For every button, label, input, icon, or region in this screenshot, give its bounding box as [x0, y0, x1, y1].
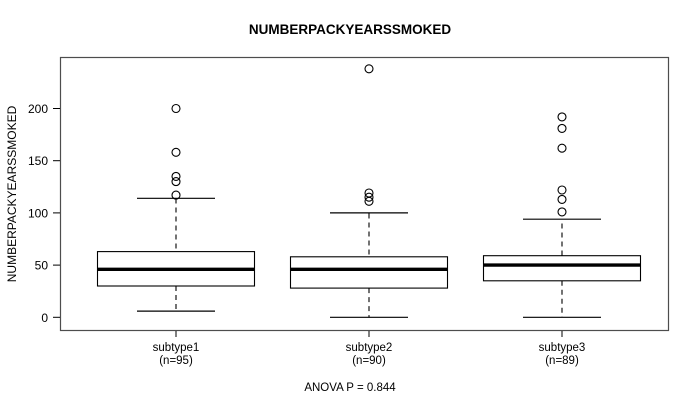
y-axis: 200 150 100 50 0 [28, 102, 60, 325]
y-tick-0: 0 [41, 311, 60, 325]
outlier-point [557, 185, 567, 195]
x-category-count-2: (n=90) [352, 355, 386, 367]
y-axis-label: NUMBERPACKYEARSSMOKED [5, 105, 19, 282]
outlier-point [557, 143, 567, 153]
x-category-count-1: (n=95) [159, 355, 193, 367]
box-subtype1 [96, 103, 256, 312]
box-subtype3 [482, 112, 642, 318]
outlier-point [171, 103, 181, 114]
y-tick-50: 50 [35, 259, 60, 273]
outlier-point [364, 196, 374, 206]
outlier-point [557, 112, 567, 122]
outlier-point [557, 123, 567, 133]
x-axis: subtype1 (n=95) subtype2 (n=90) subtype3… [153, 331, 586, 367]
y-tick-label: 200 [28, 102, 48, 116]
outlier-point [364, 192, 374, 202]
outlier-point [171, 147, 181, 157]
outlier-point [557, 194, 567, 204]
y-tick-label: 0 [41, 311, 48, 325]
x-category-label-1: subtype1 [153, 342, 200, 354]
outlier-point [171, 171, 181, 181]
outlier-point [557, 207, 567, 217]
y-tick-label: 150 [28, 154, 48, 168]
outlier-point [364, 64, 374, 74]
box-iqr [289, 256, 449, 289]
box-subtype2 [289, 64, 449, 318]
y-tick-label: 100 [28, 206, 48, 220]
y-tick-label: 50 [35, 259, 49, 273]
x-category-label-3: subtype3 [539, 342, 586, 354]
outlier-point [171, 177, 181, 187]
x-category-count-3: (n=89) [545, 355, 579, 367]
x-category-label-2: subtype2 [346, 342, 393, 354]
y-tick-150: 150 [28, 154, 60, 168]
y-tick-200: 200 [28, 102, 60, 116]
y-tick-100: 100 [28, 206, 60, 220]
box-iqr [482, 255, 642, 282]
plot-frame [59, 56, 670, 332]
anova-footnote: ANOVA P = 0.844 [304, 382, 396, 394]
chart-title: NUMBERPACKYEARSSMOKED [249, 22, 452, 37]
